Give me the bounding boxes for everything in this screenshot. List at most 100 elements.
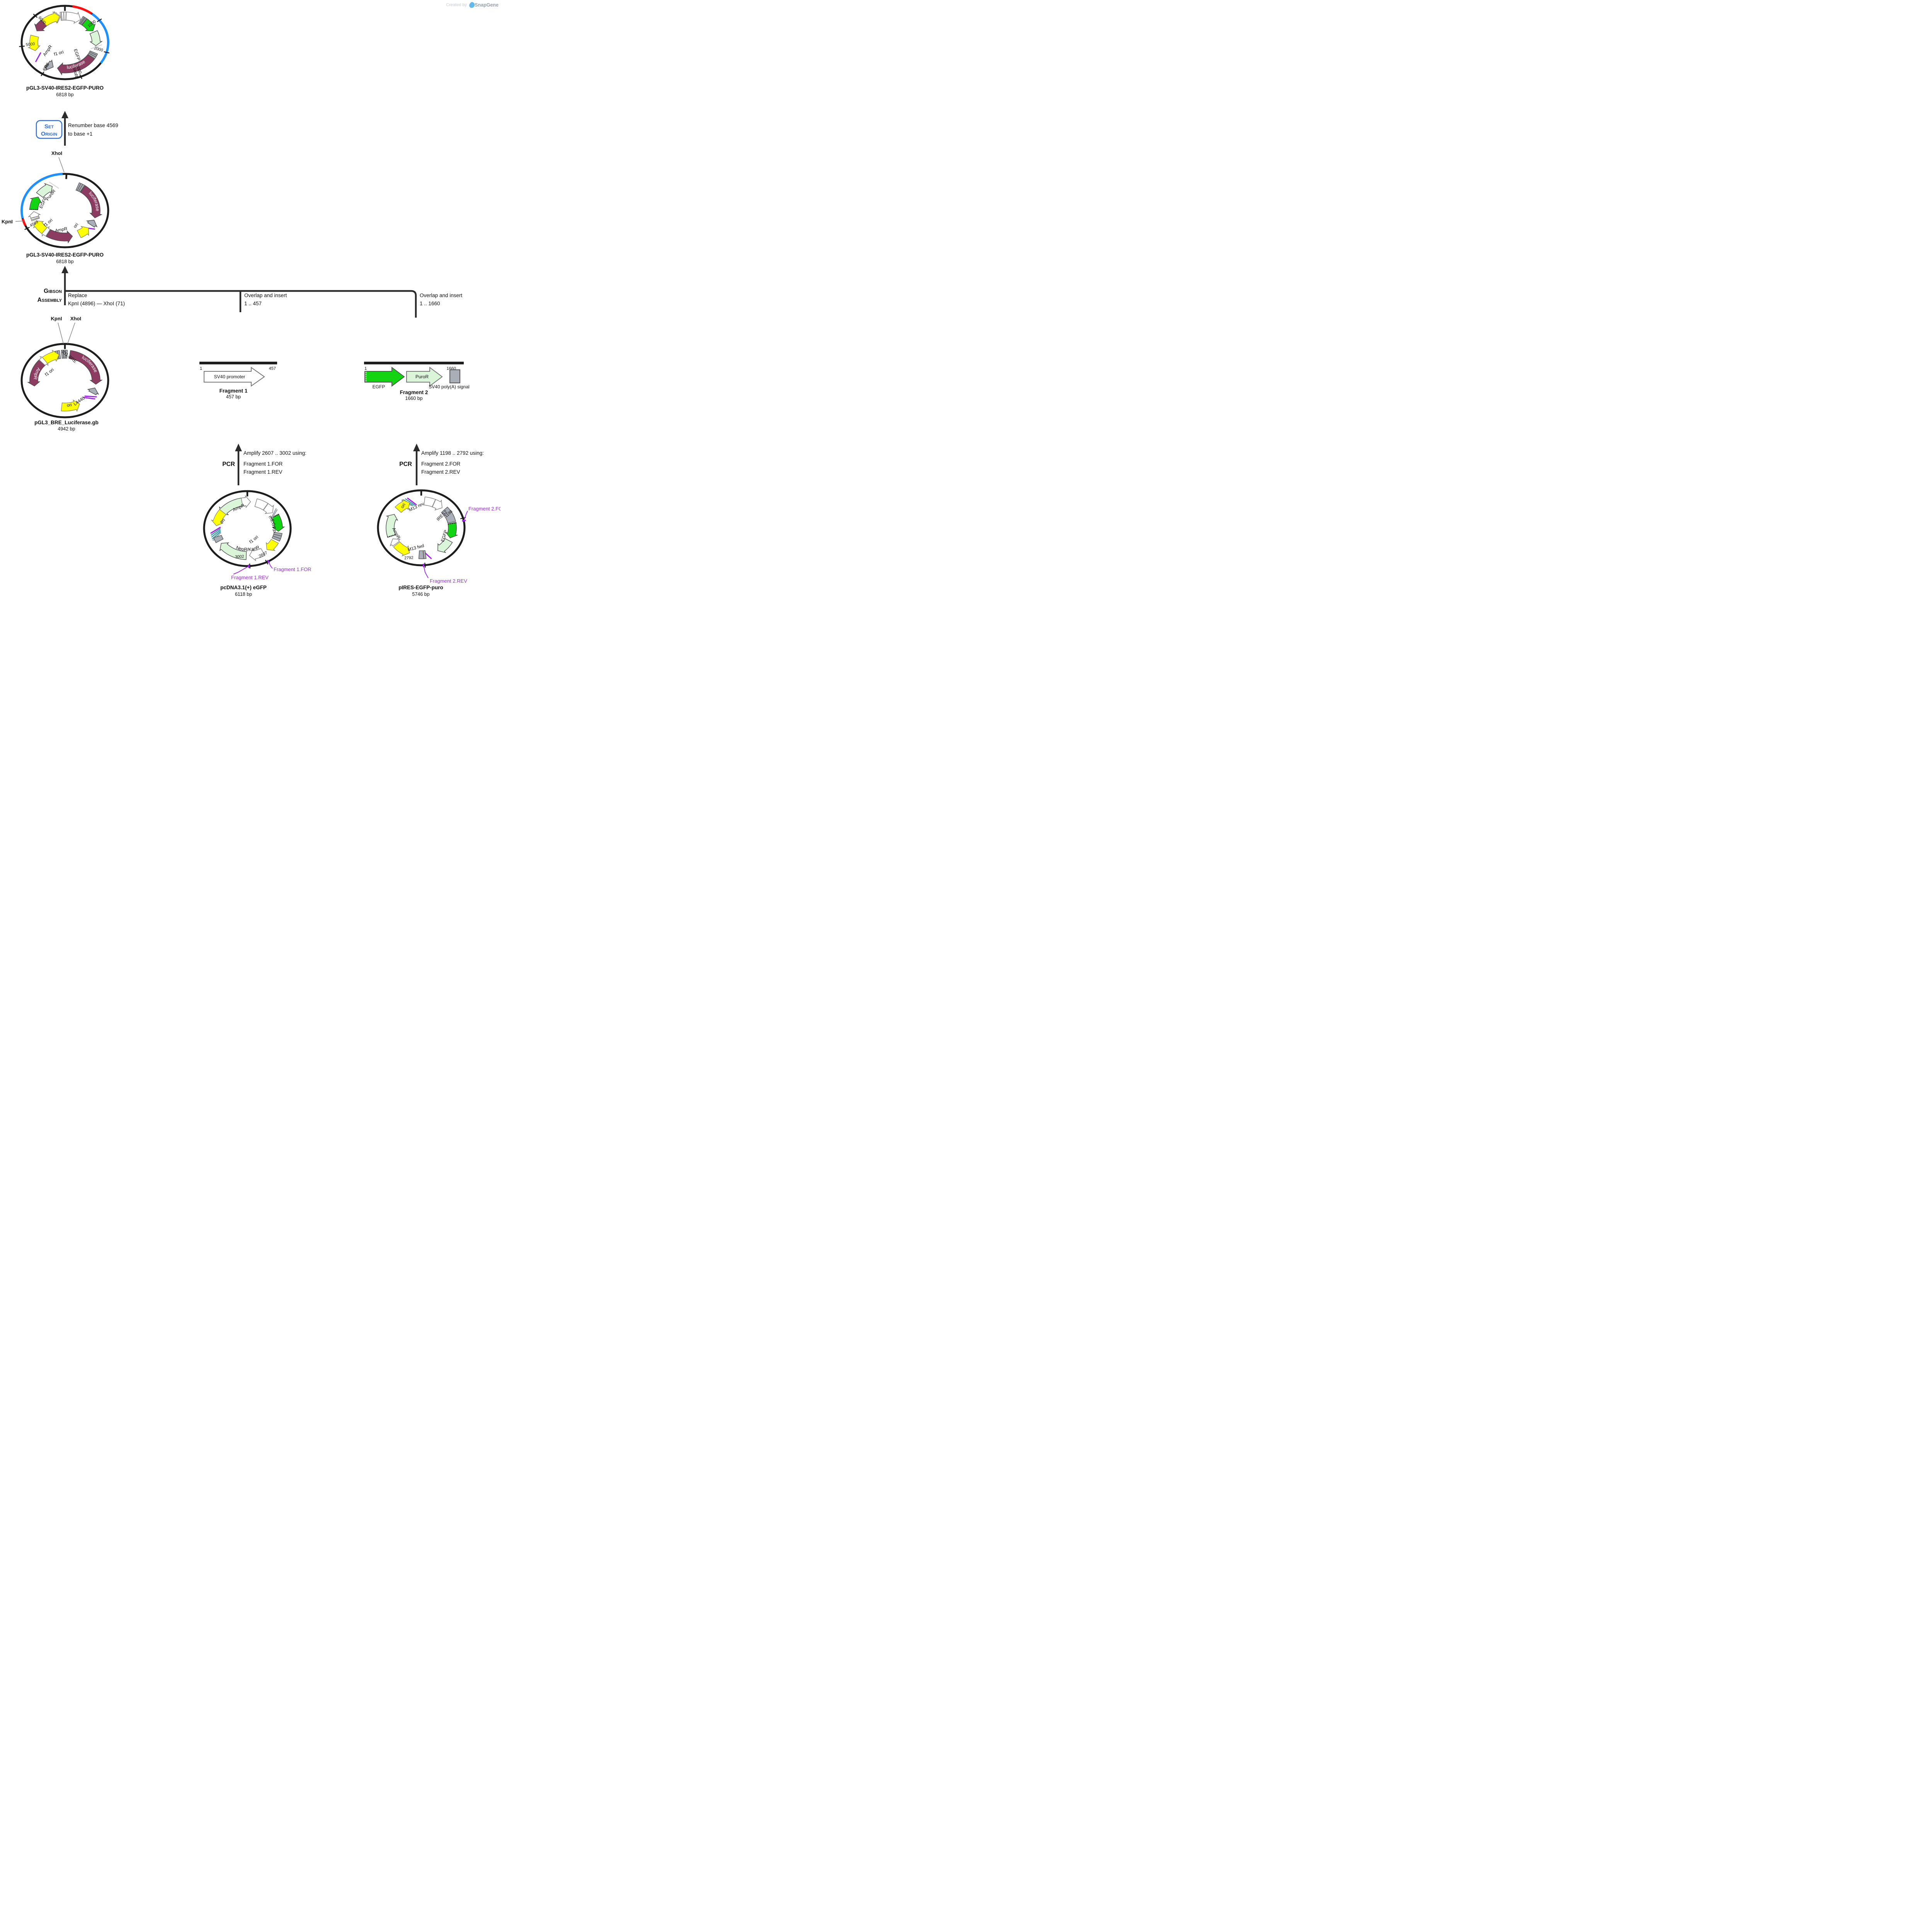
- feature-label: M13 rev: [408, 502, 425, 513]
- created-by-label: Created by: [446, 3, 467, 7]
- plasmid-feature-arrow: [60, 11, 81, 24]
- tick-label: 3002: [235, 554, 244, 559]
- map1-bp: 6818 bp: [56, 92, 73, 97]
- set-origin-box: [36, 120, 63, 139]
- fragment2-bar: [364, 362, 464, 364]
- map4-fragment1-rev-label: Fragment 1.REV: [231, 575, 269, 580]
- map5-title: pIRES-EGFP-puro: [398, 585, 443, 590]
- marker-slash: [211, 528, 221, 536]
- marker-slash: [211, 529, 221, 538]
- plasmid-feature-arrow: [395, 499, 410, 513]
- pcr-right-operation: PCR Amplify 1198 .. 2792 using: Fragment…: [399, 444, 484, 485]
- puror-arrow: [406, 367, 443, 387]
- plasmid-feature-arrow: [41, 11, 60, 26]
- fragment1-title: Fragment 1: [220, 388, 248, 394]
- fragment2-bp: 1660 bp: [405, 396, 422, 401]
- plasmid-feature-box: [441, 507, 456, 524]
- plasmid-feature-arrow: [390, 538, 401, 547]
- plasmid-feature-arrow: [89, 30, 103, 46]
- pcr-right-arrow-head: [413, 444, 420, 451]
- gibson-branch1-text1: Replace: [68, 293, 87, 298]
- map5-fragment2-for-label: Fragment 2.FOR: [468, 506, 500, 512]
- plasmid-feature-arrow: [219, 542, 247, 560]
- plasmid-feature-box: [213, 535, 224, 543]
- feature-label-curved: NeoR/KanR: [235, 544, 260, 552]
- fragment1-bar: [199, 362, 277, 364]
- pcr-left-arrow-head: [235, 444, 242, 451]
- pcr-right-fwd: Fragment 2.FOR: [421, 461, 461, 467]
- set-origin-line1: Set: [44, 123, 54, 130]
- plasmid-feature-arrow: [254, 498, 274, 514]
- pcr-left-amplify: Amplify 2607 .. 3002 using:: [243, 450, 306, 456]
- fragment1-start: 1: [200, 366, 202, 371]
- map4-title: pcDNA3.1(+) eGFP: [220, 585, 267, 590]
- plasmid-feature-arrow: [44, 59, 54, 71]
- snapgene-leaf-icon: [469, 2, 475, 8]
- map3-bp: 4942 bp: [58, 426, 75, 432]
- gibson-branch1-text2: KpnI (4896) — XhoI (71): [68, 301, 125, 306]
- map2-kpni-label: KpnI: [2, 219, 13, 224]
- feature-label: f1 ori: [53, 50, 64, 57]
- gibson-branch3-text1: Overlap and insert: [420, 293, 463, 298]
- sv40-promoter-arrow: [204, 367, 265, 387]
- gibson-branch3-text2: 1 .. 1660: [420, 301, 440, 306]
- plasmid-feature-arrow: [33, 220, 48, 234]
- plasmid-feature-box: [272, 532, 283, 542]
- feature-label: ori: [66, 403, 72, 408]
- box-stripe: [422, 551, 424, 559]
- box-stripe: [89, 53, 96, 58]
- pcr-right-label: PCR: [399, 461, 412, 468]
- puror-label: PuroR: [415, 374, 429, 379]
- map3-xhoi-leader: [67, 322, 75, 344]
- primer-slash: [35, 52, 41, 63]
- plasmid-feature-box: [61, 350, 68, 359]
- feature-label: f1 ori: [44, 367, 55, 377]
- map3-xhoi-label: XhoI: [70, 316, 81, 321]
- plasmid-feature-arrow: [386, 514, 398, 538]
- pcr-left-label: PCR: [222, 461, 235, 468]
- pcr-left-operation: PCR Amplify 2607 .. 3002 using: Fragment…: [222, 444, 306, 485]
- plasmid-feature-arrow: [69, 350, 103, 385]
- plasmid-feature-arrow: [77, 226, 89, 238]
- primer-slash: [210, 527, 221, 534]
- set-origin-line2: Origin: [41, 131, 57, 137]
- plasmid-feature-arrow: [241, 495, 251, 509]
- map3-title: pGL3_BRE_Luciferase.gb: [34, 420, 99, 425]
- position-tick: [104, 51, 110, 54]
- plasmid-feature-arrow: [29, 197, 42, 210]
- dashed-boundary: [29, 209, 38, 210]
- feature-label: EGFP: [39, 196, 48, 209]
- pcr-right-amplify: Amplify 1198 .. 2792 using:: [421, 450, 484, 456]
- gibson-branch2-text2: 1 .. 457: [244, 301, 262, 306]
- segment-line: [262, 503, 269, 511]
- marker-slash: [271, 508, 277, 519]
- fragment2-title: Fragment 2: [400, 389, 428, 395]
- map4-bp: 6118 bp: [235, 592, 252, 597]
- position-tick: [41, 71, 44, 77]
- plasmid-feature-arrow: [393, 541, 410, 557]
- feature-label: AmpR: [55, 226, 68, 233]
- egfp-label: EGFP: [373, 384, 385, 389]
- box-stripe: [78, 184, 83, 191]
- egfp-arrow: [364, 367, 405, 387]
- fragment1-end: 457: [269, 366, 276, 371]
- dashed-boundary: [387, 534, 396, 537]
- plasmid-feature-arrow: [445, 522, 458, 539]
- backbone-colored-arc: [20, 173, 63, 219]
- box-stripe: [80, 17, 86, 24]
- primer-leader-line: [423, 565, 429, 578]
- tick-label: 2000: [94, 46, 104, 53]
- map2-xhoi-label: XhoI: [51, 150, 62, 156]
- primer-slash: [84, 395, 97, 398]
- xhoi-leader-line: [58, 157, 65, 173]
- primer-leader-line: [233, 566, 249, 575]
- feature-label: f1 ori: [248, 535, 259, 544]
- box-stripe: [90, 51, 97, 56]
- tick-label: 2792: [404, 555, 414, 560]
- map5-bp: 5746 bp: [412, 592, 429, 597]
